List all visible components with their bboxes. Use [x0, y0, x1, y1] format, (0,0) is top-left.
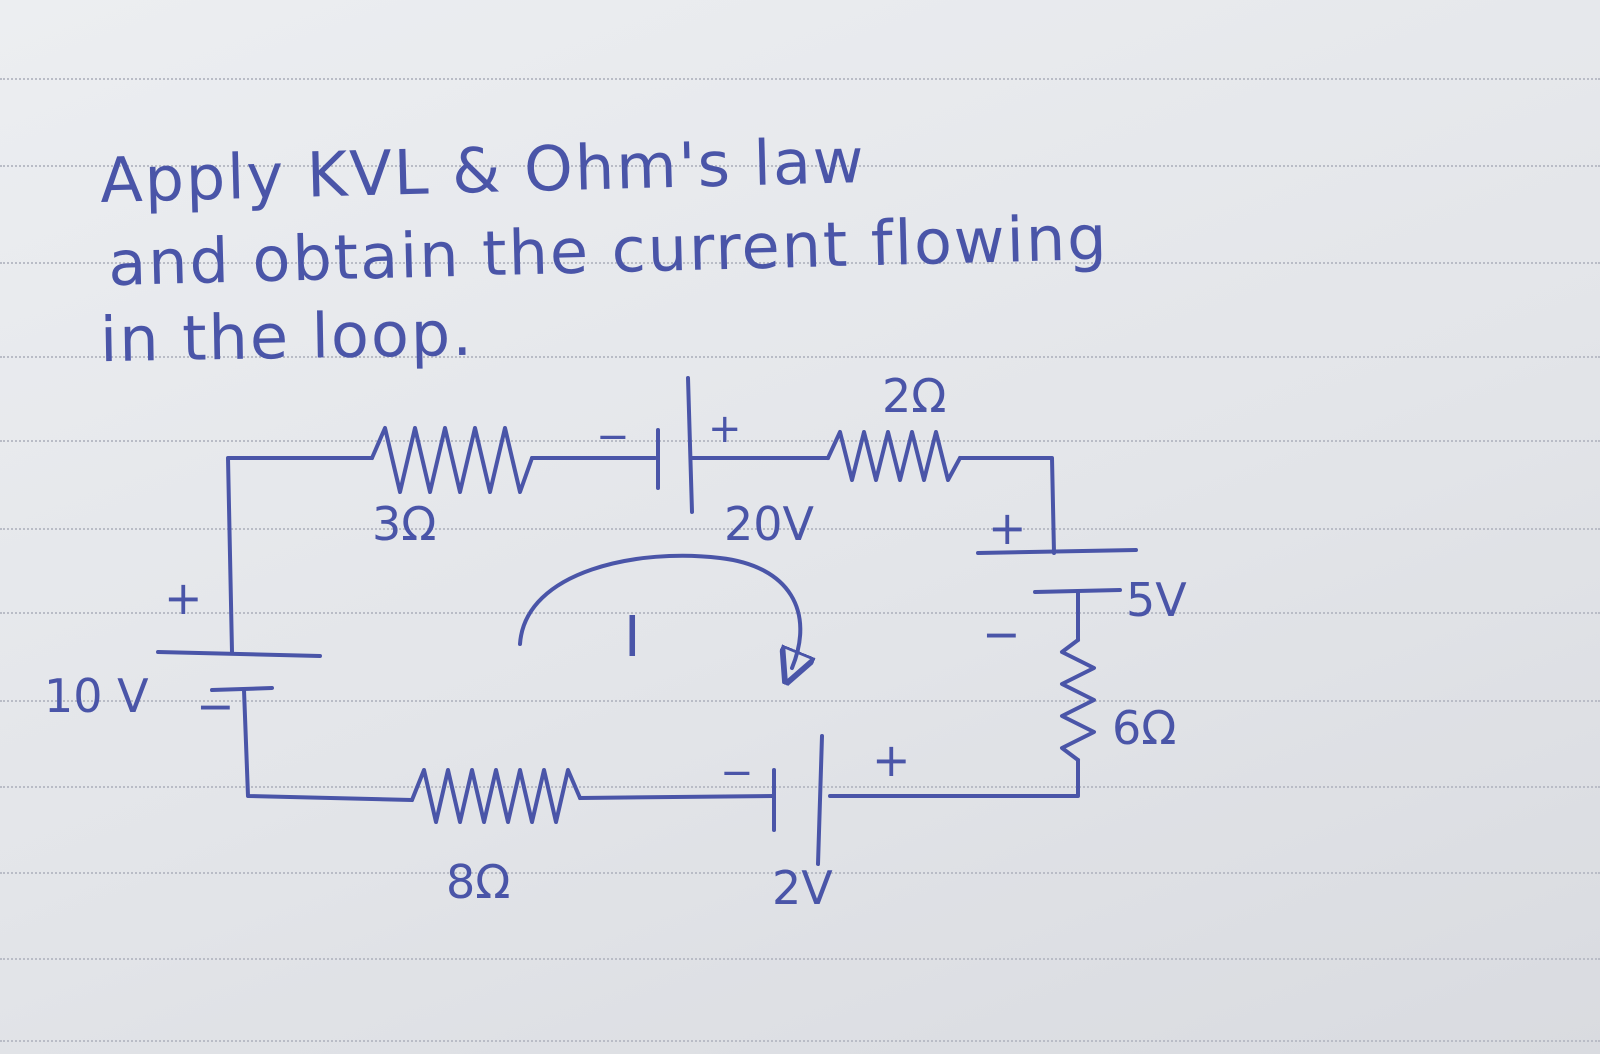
battery-5v-long-plate [976, 548, 1138, 555]
label-3-ohm: 3Ω [372, 497, 436, 551]
rule-line [0, 528, 1600, 530]
label-5v-plus: + [988, 501, 1027, 555]
rule-line [0, 356, 1600, 358]
resistor-6-ohm [1060, 638, 1096, 762]
current-loop-arrow [518, 553, 800, 668]
rule-line [0, 700, 1600, 702]
label-2-ohm: 2Ω [882, 369, 946, 423]
label-2v: 2V [772, 861, 833, 915]
label-8-ohm: 8Ω [446, 855, 510, 909]
rule-line [0, 1040, 1600, 1042]
battery-2v-long-plate [816, 734, 824, 866]
label-5v-minus: − [982, 607, 1021, 661]
wire-bottom-mid [578, 794, 776, 800]
label-5v: 5V [1126, 573, 1187, 627]
label-10v-plus: + [164, 571, 203, 625]
label-current-i: I [624, 605, 641, 670]
rule-line [0, 262, 1600, 264]
label-6-ohm: 6Ω [1112, 701, 1176, 755]
label-20v: 20V [724, 497, 815, 551]
wire-right-top [958, 456, 1056, 555]
battery-10v-short-plate [210, 686, 274, 692]
rule-line [0, 958, 1600, 960]
resistor-2-ohm [826, 430, 962, 482]
rule-line [0, 165, 1600, 167]
label-20v-minus: − [596, 414, 630, 460]
label-10v: 10 V [44, 669, 149, 723]
rule-line [0, 78, 1600, 80]
battery-20v-long-plate [686, 376, 694, 514]
resistor-8-ohm [410, 768, 582, 824]
rule-line [0, 440, 1600, 442]
wire-bottom-left [242, 688, 414, 802]
rule-line [0, 872, 1600, 874]
label-2v-plus: + [872, 733, 911, 787]
rule-line [0, 786, 1600, 788]
label-2v-minus: − [720, 750, 754, 796]
label-10v-minus: − [196, 679, 235, 733]
wire-top-left [226, 456, 374, 654]
label-20v-plus: + [708, 406, 742, 452]
battery-10v-long-plate [156, 650, 322, 658]
resistor-3-ohm [370, 426, 534, 494]
wire-right-bottom [828, 758, 1080, 798]
